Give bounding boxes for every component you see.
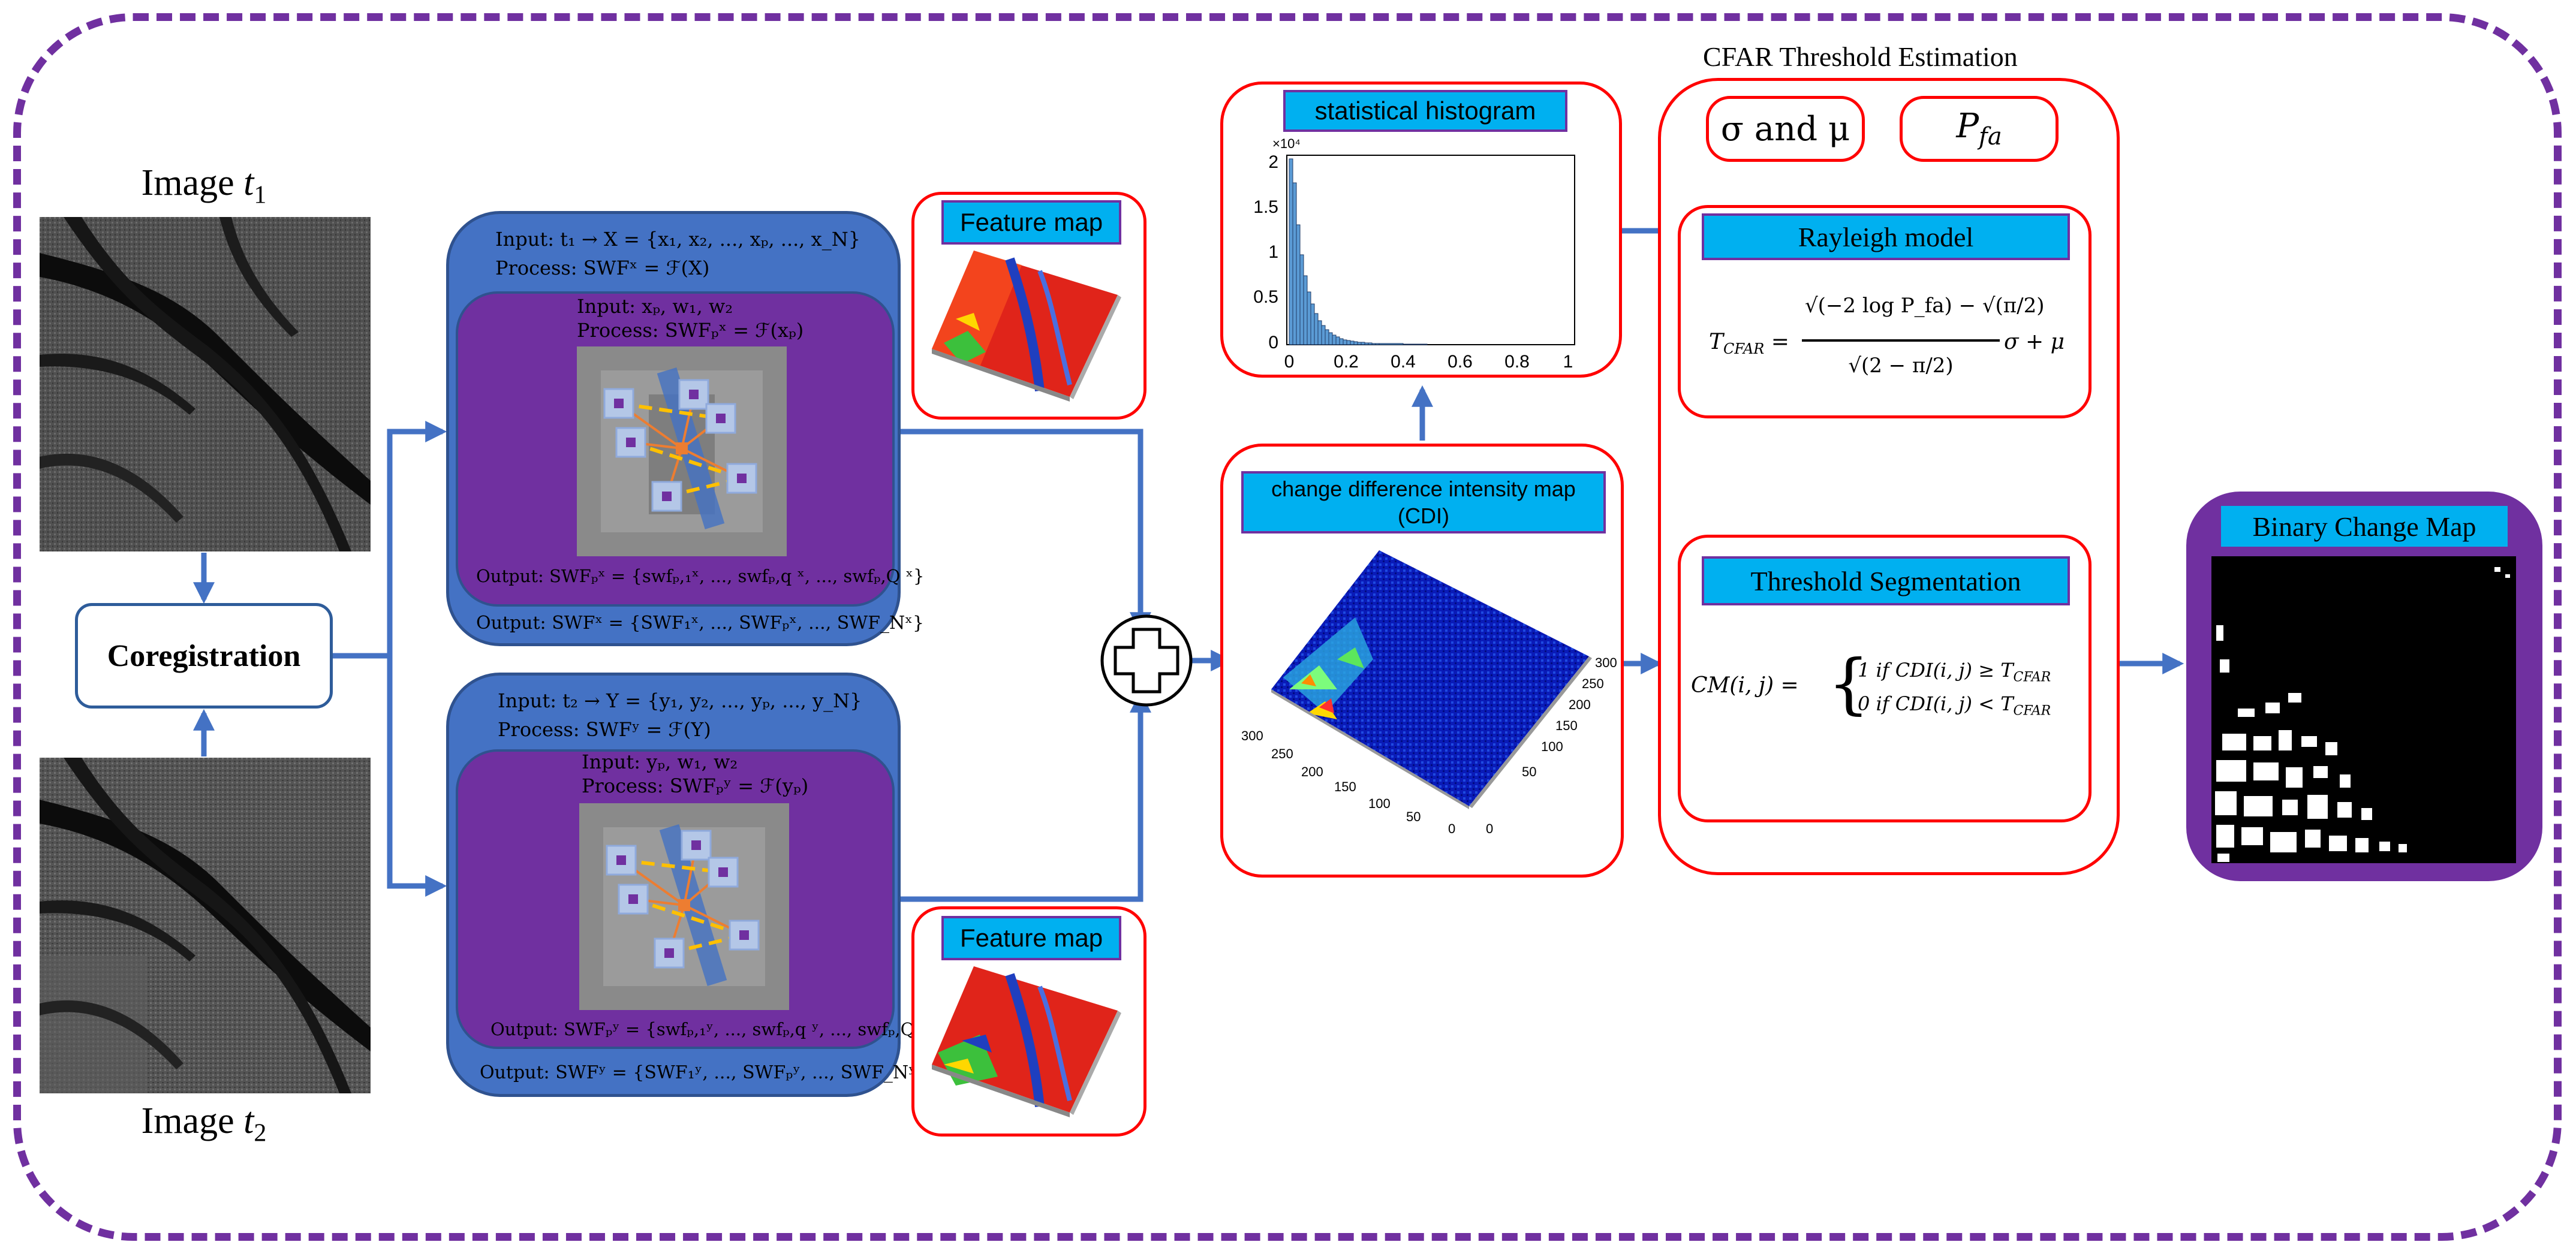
histogram-chart: ×10⁴ 2 1.5 1 0.5 0 0 0.2 0.4 0.6 0.8 1 bbox=[1235, 135, 1595, 375]
cdi-label: change difference intensity map (CDI) bbox=[1241, 471, 1606, 533]
branch-x-outer-output: Output: SWFˣ = {SWF₁ˣ, ..., SWFₚˣ, ..., … bbox=[476, 613, 925, 634]
formula-numerator: √(−2 log P_fa) − √(π/2) bbox=[1805, 294, 2045, 318]
cdi-right-tick-150: 150 bbox=[1555, 718, 1578, 733]
branch-x-outer-process: Process: SWFˣ = ℱ(X) bbox=[495, 257, 710, 279]
branch-x-inner-process: Process: SWFₚˣ = ℱ(xₚ) bbox=[577, 319, 804, 342]
hist-ytick-1-5: 1.5 bbox=[1253, 197, 1278, 217]
brace-icon: { bbox=[1828, 645, 1870, 722]
histogram-exponent: ×10⁴ bbox=[1272, 136, 1301, 151]
cdi-left-tick-150: 150 bbox=[1334, 779, 1356, 794]
branch-y-outer-input: Input: t₂ → Y = {y₁, y₂, ..., yₚ, ..., y… bbox=[498, 689, 862, 712]
image-t2-label: Image t2 bbox=[141, 1101, 267, 1147]
rayleigh-label: Rayleigh model bbox=[1702, 213, 2070, 260]
cdi-label-line1: change difference intensity map bbox=[1271, 477, 1576, 501]
binary-change-map-image bbox=[2211, 556, 2516, 863]
image-t1-sar bbox=[40, 217, 371, 551]
formula-tail: σ + μ bbox=[2004, 330, 2065, 354]
sigma-mu-label: σ and μ bbox=[1720, 109, 1850, 149]
cdi-right-tick-250: 250 bbox=[1582, 676, 1604, 691]
hist-xtick-0-4: 0.4 bbox=[1391, 352, 1416, 372]
sigma-mu-box: σ and μ bbox=[1706, 96, 1865, 162]
cdi-plot: 300 250 200 150 100 50 0 300 250 200 150… bbox=[1235, 539, 1619, 851]
feature-map-bottom-label: Feature map bbox=[941, 916, 1121, 960]
cdi-right-tick-50: 50 bbox=[1522, 764, 1536, 779]
hist-xtick-0: 0 bbox=[1284, 352, 1295, 372]
hist-xtick-0-6: 0.6 bbox=[1448, 352, 1473, 372]
cdi-left-tick-250: 250 bbox=[1271, 746, 1293, 761]
hist-ytick-0: 0 bbox=[1268, 333, 1278, 352]
t-cfar-lhs: TCFAR = bbox=[1709, 330, 1789, 358]
hist-xtick-1: 1 bbox=[1563, 352, 1573, 372]
branch-x-outer-input: Input: t₁ → X = {x₁, x₂, ..., xₚ, ..., x… bbox=[495, 228, 861, 251]
pfa-box: Pfa bbox=[1900, 96, 2059, 162]
hist-xtick-0-2: 0.2 bbox=[1334, 352, 1359, 372]
branch-x-inner-output: Output: SWFₚˣ = {swfₚ,₁ˣ, ..., swfₚ,q ˣ,… bbox=[476, 566, 925, 586]
threshold-label: Threshold Segmentation bbox=[1702, 556, 2070, 605]
branch-y-inner-output: Output: SWFₚʸ = {swfₚ,₁ʸ, ..., swfₚ,q ʸ,… bbox=[490, 1019, 939, 1039]
branch-x-window-diagram bbox=[577, 346, 787, 556]
coregistration-box: Coregistration bbox=[75, 603, 333, 709]
cdi-right-tick-300: 300 bbox=[1595, 655, 1617, 670]
binary-change-map-label: Binary Change Map bbox=[2219, 504, 2510, 549]
feature-map-top-plot bbox=[920, 247, 1139, 414]
histogram-label: statistical histogram bbox=[1283, 90, 1567, 132]
coregistration-label: Coregistration bbox=[107, 638, 301, 673]
cdi-left-tick-300: 300 bbox=[1241, 728, 1263, 743]
arrow-coreg-branch-y bbox=[387, 656, 447, 897]
arrow-branch-x-fusion bbox=[901, 429, 1151, 634]
cm-lhs: CM(i, j) = bbox=[1691, 673, 1799, 698]
cdi-left-tick-100: 100 bbox=[1368, 796, 1391, 811]
cdi-right-tick-0: 0 bbox=[1486, 821, 1493, 836]
rayleigh-formula: TCFAR = √(−2 log P_fa) − √(π/2) √(2 − π/… bbox=[1709, 282, 2069, 408]
branch-y-window-diagram bbox=[579, 803, 789, 1010]
branch-y-inner-input: Input: yₚ, w₁, w₂ bbox=[582, 750, 738, 773]
branch-y-outer-process: Process: SWFʸ = ℱ(Y) bbox=[498, 718, 711, 741]
branch-y-inner-process: Process: SWFₚʸ = ℱ(yₚ) bbox=[582, 774, 809, 797]
cm-case2: 0 if CDI(i, j) < TCFAR bbox=[1858, 692, 2051, 719]
cdi-left-tick-50: 50 bbox=[1406, 809, 1421, 824]
formula-denominator: √(2 − π/2) bbox=[1848, 354, 1954, 378]
cdi-right-tick-200: 200 bbox=[1569, 697, 1591, 712]
branch-x-inner-input: Input: xₚ, w₁, w₂ bbox=[577, 295, 733, 318]
cfar-title: CFAR Threshold Estimation bbox=[1703, 41, 2018, 72]
fraction-bar bbox=[1802, 339, 2000, 342]
hist-ytick-2: 2 bbox=[1268, 152, 1278, 172]
cdi-right-tick-100: 100 bbox=[1541, 739, 1563, 754]
arrow-coreg-branch-x bbox=[333, 421, 447, 659]
pfa-label: Pfa bbox=[1956, 107, 2002, 151]
hist-ytick-0-5: 0.5 bbox=[1253, 287, 1278, 307]
cdi-left-tick-200: 200 bbox=[1301, 764, 1323, 779]
feature-map-top-label: Feature map bbox=[941, 200, 1121, 245]
cdi-label-line2: (CDI) bbox=[1398, 504, 1449, 528]
threshold-formula: CM(i, j) = { 1 if CDI(i, j) ≥ TCFAR 0 if… bbox=[1691, 650, 2087, 734]
arrow-branch-y-fusion bbox=[901, 691, 1151, 902]
feature-map-bottom-plot bbox=[920, 963, 1139, 1131]
image-t1-label: Image t1 bbox=[141, 162, 267, 209]
hist-ytick-1: 1 bbox=[1268, 242, 1278, 262]
branch-y-outer-output: Output: SWFʸ = {SWF₁ʸ, ..., SWFₚʸ, ..., … bbox=[480, 1062, 928, 1083]
cdi-left-tick-0: 0 bbox=[1448, 821, 1455, 836]
image-t2-sar bbox=[40, 758, 371, 1093]
plus-icon bbox=[1100, 614, 1193, 707]
hist-xtick-0-8: 0.8 bbox=[1504, 352, 1530, 372]
outer-frame bbox=[13, 13, 2562, 1241]
cm-case1: 1 if CDI(i, j) ≥ TCFAR bbox=[1858, 659, 2051, 685]
